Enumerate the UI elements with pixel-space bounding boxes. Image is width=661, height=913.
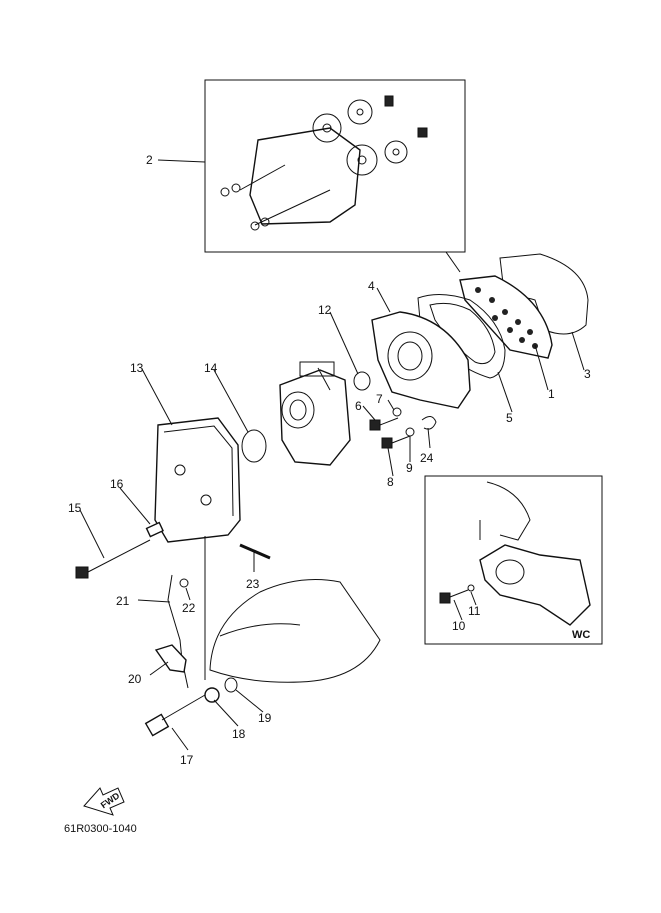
grommet-part-18 (204, 687, 220, 703)
bolt-part-15 (75, 539, 151, 579)
washer-part-9 (405, 427, 415, 437)
leader-lines (79, 159, 585, 751)
part-label-9: 9 (406, 461, 413, 475)
part-label-18: 18 (232, 727, 246, 741)
part-label-12: 12 (318, 303, 332, 317)
wc-inset-box (424, 475, 603, 645)
part-label-23: 23 (246, 577, 260, 591)
part-labels: 2 1 3 4 5 6 7 8 9 10 11 12 13 14 15 16 1… (68, 153, 591, 767)
collar-part-16 (145, 521, 164, 538)
clip-part-22 (179, 578, 189, 588)
pin-part-23 (239, 543, 271, 560)
part-label-4: 4 (368, 279, 375, 293)
o-ring-part-12 (353, 371, 371, 391)
part-label-6: 6 (355, 399, 362, 413)
part-label-1: 1 (548, 387, 555, 401)
plate-part-1 (459, 275, 553, 359)
silencer-cover-part-13 (154, 417, 241, 543)
o-ring-part-14 (241, 429, 267, 463)
intake-housing-part-4 (371, 311, 471, 409)
washer-part-19 (224, 677, 238, 693)
carburetor (279, 361, 351, 466)
part-label-13: 13 (130, 361, 144, 375)
part-label-17: 17 (180, 753, 194, 767)
bottom-cowling-outline (209, 579, 381, 683)
choke-lever-part-20 (154, 644, 187, 673)
part-label-10: 10 (452, 619, 466, 633)
part-label-15: 15 (68, 501, 82, 515)
fwd-arrow-icon (83, 787, 125, 816)
diagram-code: 61R0300-1040 (64, 823, 137, 835)
part-label-24: 24 (420, 451, 434, 465)
part-label-2: 2 (146, 153, 153, 167)
part-label-14: 14 (204, 361, 218, 375)
part-label-5: 5 (506, 411, 513, 425)
choke-knob-part-17 (144, 694, 206, 737)
part-label-8: 8 (387, 475, 394, 489)
washer-part-7 (392, 407, 402, 417)
part-label-3: 3 (584, 367, 591, 381)
kit-inset-box (204, 79, 466, 253)
part-label-20: 20 (128, 672, 142, 686)
part-label-11: 11 (468, 604, 481, 618)
part-label-19: 19 (258, 711, 272, 725)
wc-inset-label: WC (572, 629, 590, 641)
bolt-part-8 (381, 435, 411, 449)
part-label-22: 22 (182, 601, 196, 615)
part-label-16: 16 (110, 477, 124, 491)
clamp-part-24 (421, 416, 437, 430)
part-label-7: 7 (376, 392, 383, 406)
part-label-21: 21 (116, 594, 130, 608)
